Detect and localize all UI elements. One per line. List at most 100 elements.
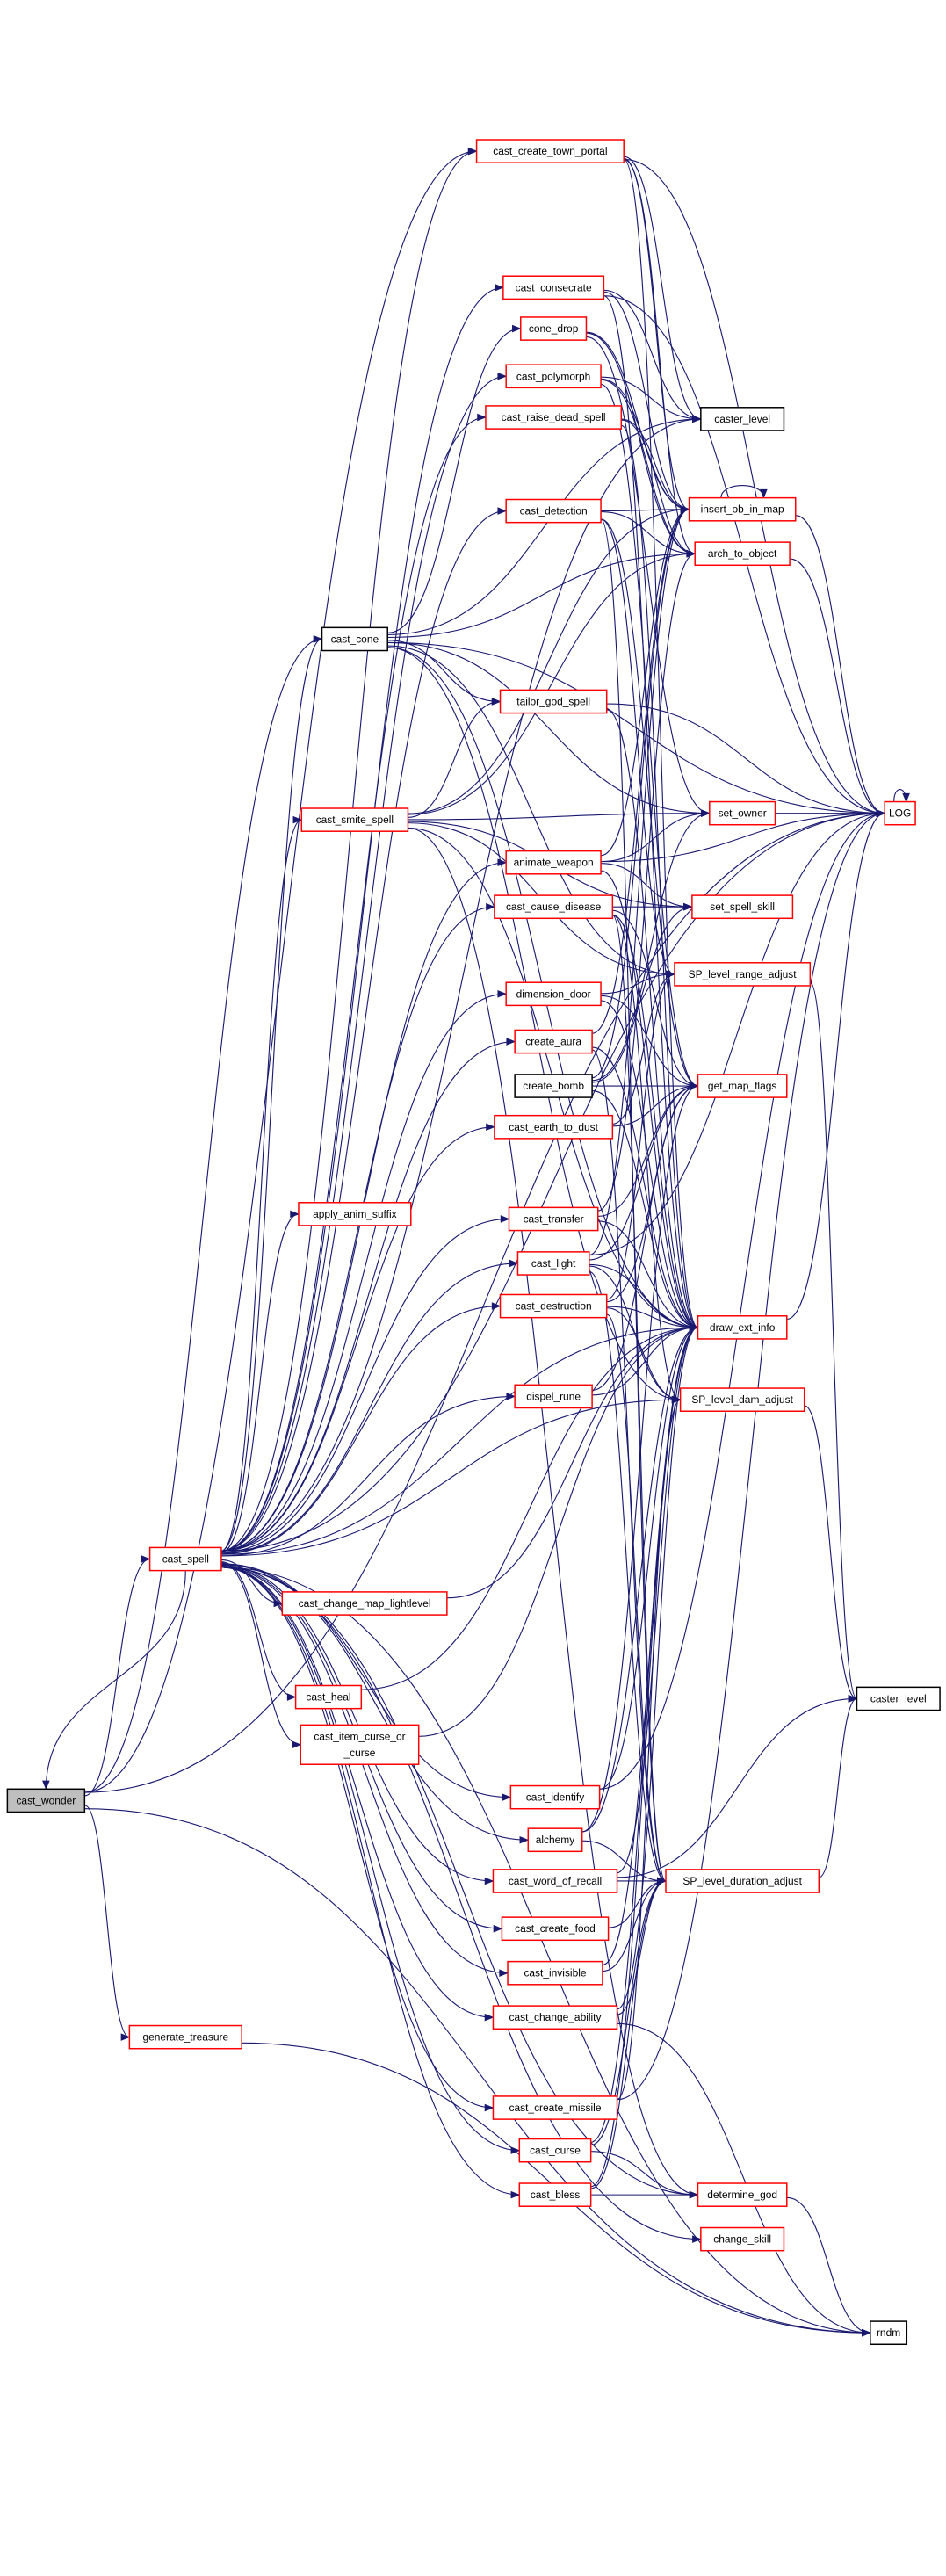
- node-draw-ext-info[interactable]: draw_ext_info: [697, 1315, 788, 1340]
- node-box: [6, 1788, 86, 1813]
- edge-cast-wonder-to-cast-cone: [84, 638, 322, 1793]
- node-cast-identify[interactable]: cast_identify: [509, 1784, 601, 1810]
- node-rndm[interactable]: rndm: [870, 2320, 908, 2346]
- node-box: [694, 541, 791, 567]
- node-cast-cause-disease[interactable]: cast_cause_disease: [494, 894, 614, 920]
- edge-cast-consecrate-to-draw-ext-info: [603, 295, 698, 1328]
- node-cast-raise-dead-spell[interactable]: cast_raise_dead_spell: [485, 405, 623, 430]
- node-cast-transfer[interactable]: cast_transfer: [508, 1206, 599, 1232]
- edge-arrowhead: [683, 902, 693, 911]
- node-alchemy[interactable]: alchemy: [527, 1827, 583, 1853]
- node-cast-change-ability[interactable]: cast_change_ability: [492, 2005, 618, 2030]
- node-cast-destruction[interactable]: cast_destruction: [499, 1293, 608, 1319]
- node-dispel-rune[interactable]: dispel_rune: [514, 1384, 593, 1409]
- node-box: [665, 1869, 820, 1893]
- node-SP-level-dam-adjust[interactable]: SP_level_dam_adjust: [679, 1387, 805, 1412]
- node-label: change_skill: [713, 2233, 771, 2246]
- edge-cast-cone-to-cone-drop: [387, 328, 521, 633]
- edge-cast-smite-spell-to-arch-to-object: [408, 553, 696, 815]
- node-box: [494, 894, 614, 920]
- node-SP-level-duration-adjust[interactable]: SP_level_duration_adjust: [665, 1869, 820, 1893]
- node-label: cast_detection: [520, 505, 588, 517]
- edge-cast-wonder-to-rndm: [84, 1808, 870, 2334]
- edge-arrowhead: [701, 809, 711, 817]
- node-cast-heal[interactable]: cast_heal: [294, 1684, 363, 1710]
- edge-dispel-rune-to-get-map-flags: [592, 1085, 698, 1391]
- node-SP-level-range-adjust[interactable]: SP_level_range_adjust: [674, 962, 812, 987]
- edge-tailor-god-spell-to-draw-ext-info: [606, 709, 698, 1328]
- edge-cast-detection-to-get-map-flags: [601, 518, 698, 1087]
- node-cast-bless[interactable]: cast_bless: [518, 2182, 592, 2207]
- edge-cast-raise-dead-spell-to-insert-ob-in-map: [621, 418, 690, 510]
- edge-cast-spell-to-change-skill: [220, 1567, 701, 2240]
- node-label: draw_ext_info: [710, 1321, 776, 1334]
- node-caster-level-2[interactable]: caster_level: [856, 1686, 941, 1711]
- node-cast-cone[interactable]: cast_cone: [321, 626, 388, 652]
- edge-create-bomb-to-set-owner: [592, 813, 710, 1082]
- node-apply-anim-suffix[interactable]: apply_anim_suffix: [298, 1202, 412, 1226]
- node-cast-change-map-lightlevel[interactable]: cast_change_map_lightlevel: [281, 1591, 448, 1616]
- node-label: cast_change_map_lightlevel: [299, 1597, 431, 1610]
- node-cast-word-of-recall[interactable]: cast_word_of_recall: [492, 1869, 618, 1893]
- node-cast-smite-spell[interactable]: cast_smite_spell: [300, 807, 409, 832]
- node-label: cast_cone: [331, 633, 379, 645]
- node-cast-detection[interactable]: cast_detection: [505, 498, 602, 524]
- node-cast-consecrate[interactable]: cast_consecrate: [502, 275, 605, 300]
- edge-cast-cause-disease-to-SP-level-dam-adjust: [612, 914, 681, 1400]
- edge-cast-spell-to-cast-invisible: [220, 1567, 509, 1974]
- node-insert-ob-in-map[interactable]: insert_ob_in_map: [688, 496, 797, 522]
- node-LOG[interactable]: LOG: [884, 800, 916, 826]
- edge-cast-transfer-to-draw-ext-info: [597, 1220, 698, 1328]
- edge-arrowhead: [497, 990, 508, 998]
- node-determine-god[interactable]: determine_god: [697, 2182, 788, 2207]
- edge-create-aura-to-insert-ob-in-map: [592, 509, 690, 1034]
- edge-cast-spell-to-cast-transfer: [220, 1218, 509, 1553]
- node-cast-create-town-portal[interactable]: cast_create_town_portal: [475, 139, 625, 163]
- node-cast-polymorph[interactable]: cast_polymorph: [505, 364, 602, 389]
- node-generate-treasure[interactable]: generate_treasure: [128, 2024, 242, 2050]
- node-label: cast_bless: [531, 2189, 580, 2201]
- node-cast-invisible[interactable]: cast_invisible: [507, 1960, 603, 1986]
- node-cone-drop[interactable]: cone_drop: [520, 316, 588, 341]
- edge-arrowhead: [657, 1877, 668, 1885]
- node-create-aura[interactable]: create_aura: [514, 1029, 593, 1054]
- edge-insert-ob-in-map-to-LOG: [795, 515, 885, 814]
- edge-arrowhead: [686, 549, 697, 558]
- node-label: cast_word_of_recall: [509, 1875, 602, 1887]
- edge-arrowhead: [484, 2013, 495, 2022]
- node-tailor-god-spell[interactable]: tailor_god_spell: [499, 689, 608, 714]
- node-cast-spell[interactable]: cast_spell: [148, 1546, 222, 1572]
- node-arch-to-object[interactable]: arch_to_object: [694, 541, 791, 567]
- node-cast-curse[interactable]: cast_curse: [518, 2138, 592, 2163]
- node-label: create_aura: [525, 1036, 581, 1048]
- edge-cast-smite-spell-to-set-owner: [408, 813, 710, 821]
- node-cast-item-curse-or-curse[interactable]: cast_item_curse_or_curse: [300, 1724, 420, 1765]
- node-label: create_bomb: [523, 1080, 584, 1092]
- node-box: [688, 496, 797, 522]
- edge-cast-word-of-recall-to-caster-level-2: [617, 1697, 857, 1878]
- node-set-owner[interactable]: set_owner: [709, 800, 776, 826]
- node-dimension-door[interactable]: dimension_door: [505, 981, 602, 1007]
- node-cast-earth-to-dust[interactable]: cast_earth_to_dust: [494, 1114, 614, 1140]
- node-box: [514, 1074, 593, 1098]
- node-cast-create-food[interactable]: cast_create_food: [501, 1916, 610, 1942]
- node-box: [856, 1686, 941, 1711]
- edge-cast-heal-to-draw-ext-info: [361, 1327, 698, 1690]
- edge-tailor-god-spell-to-LOG: [606, 703, 885, 814]
- node-label: tailor_god_spell: [516, 695, 590, 707]
- edge-cast-spell-to-cast-create-missile: [220, 1567, 494, 2109]
- node-create-bomb[interactable]: create_bomb: [514, 1074, 593, 1098]
- edge-arrowhead: [286, 1693, 297, 1701]
- edge-SP-level-dam-adjust-to-caster-level-2: [804, 1405, 857, 1700]
- node-label: rndm: [877, 2326, 900, 2339]
- node-animate-weapon[interactable]: animate_weapon: [505, 850, 602, 875]
- edge-arrowhead: [497, 507, 508, 515]
- node-caster-level[interactable]: caster_level: [700, 407, 785, 431]
- node-get-map-flags[interactable]: get_map_flags: [697, 1074, 788, 1098]
- edge-cast-light-to-draw-ext-info: [589, 1263, 698, 1328]
- node-cast-light[interactable]: cast_light: [516, 1251, 590, 1276]
- node-cast-create-missile[interactable]: cast_create_missile: [492, 2095, 618, 2120]
- node-set-spell-skill[interactable]: set_spell_skill: [691, 894, 794, 920]
- node-change-skill[interactable]: change_skill: [700, 2226, 785, 2252]
- node-box: [709, 800, 776, 826]
